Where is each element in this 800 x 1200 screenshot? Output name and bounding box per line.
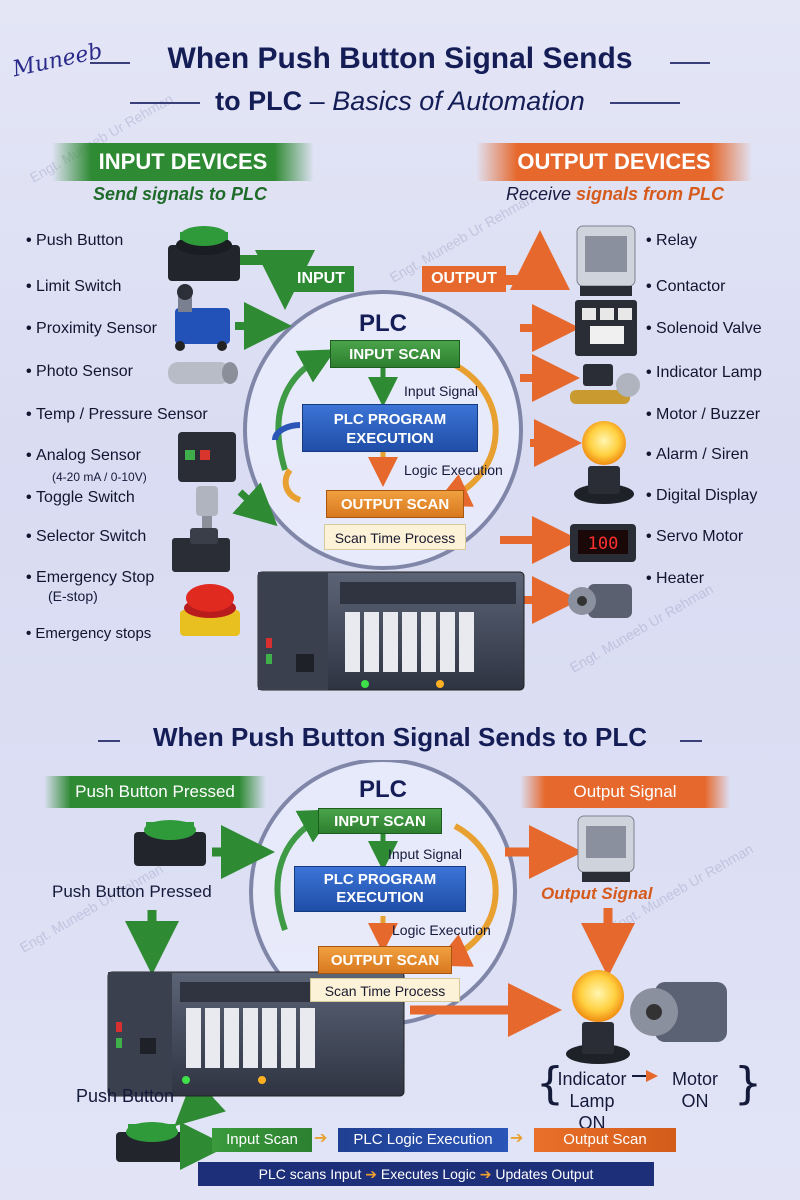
output-item-servo-motor: Servo Motor <box>646 528 743 546</box>
input-arrow-toggle <box>232 482 278 527</box>
main-title: When Push Button Signal Sends <box>167 42 633 75</box>
plc-program-execution-box: PLC PROGRAM EXECUTION <box>302 404 478 452</box>
push-button-label: Push Button <box>76 1086 175 1106</box>
bottom-logic-execution-label: Logic Execution <box>392 922 491 938</box>
title-rule-right-2 <box>610 102 680 104</box>
push-button-device <box>168 226 240 281</box>
strip-arrow-icon: ➔ <box>365 1166 377 1182</box>
output-item-relay: Relay <box>646 232 697 250</box>
output-devices-banner: OUTPUT DEVICES <box>476 143 752 181</box>
main-subtitle: to PLC – Basics of Automation <box>215 86 585 116</box>
title-rule-left <box>90 62 130 64</box>
output-item-solenoid-valve: Solenoid Valve <box>646 320 762 338</box>
input-item-push-button: Push Button <box>26 232 123 250</box>
input-item-toggle-switch: Toggle Switch <box>26 489 135 507</box>
output-signal-banner: Output Signal <box>520 776 730 808</box>
plc-cycle-title: PLC <box>359 310 407 337</box>
input-item-photo-sensor: Photo Sensor <box>26 363 133 381</box>
loop-arrow-bottom <box>282 468 302 503</box>
bottom-plc-hardware-rack <box>107 971 405 1097</box>
input-item-emergency-stops: Emergency stops <box>26 625 151 642</box>
pressure-transmitter-device <box>196 486 218 528</box>
analog-sensor-device <box>178 432 236 482</box>
bottom-push-button-device <box>134 820 206 866</box>
selector-switch-device <box>172 528 230 572</box>
digital-display-value: 100 <box>588 534 619 554</box>
bottom-relay-device <box>577 815 635 882</box>
flow-input-scan: Input Scan <box>212 1128 312 1152</box>
output-item-digital-display: Digital Display <box>646 487 757 505</box>
output-devices-subtitle: Receive signals from PLC <box>505 184 725 204</box>
flow-output-scan: Output Scan <box>534 1128 676 1152</box>
input-item-analog-sensor: Analog Sensor <box>26 447 141 465</box>
digital-display-device: 100 <box>570 524 636 562</box>
flow-arrow-icon: ➔ <box>510 1130 524 1147</box>
flow-arrow-icon: ➔ <box>314 1130 328 1147</box>
proximity-sensor-device <box>175 284 230 351</box>
flow-plc-logic-execution: PLC Logic Execution <box>338 1128 508 1152</box>
emergency-stop-device <box>180 584 240 636</box>
input-item-temp-pressure-sensor: Temp / Pressure Sensor <box>26 406 208 424</box>
output-item-alarm-siren: Alarm / Siren <box>646 446 748 464</box>
loop-arrow-blue <box>272 422 301 441</box>
output-signal-label: Output Signal <box>541 884 653 903</box>
input-devices-banner: INPUT DEVICES <box>52 143 314 181</box>
bottom-output-scan-box: OUTPUT SCAN <box>318 946 452 974</box>
input-devices-subtitle: Send signals to PLC <box>92 184 268 204</box>
output-item-heater: Heater <box>646 570 704 588</box>
output-item-indicator-lamp: Indicator Lamp <box>646 364 762 382</box>
analog-sensor-range-note: (4-20 mA / 0-10V) <box>52 470 147 484</box>
motor-on-label: Motor ON <box>671 1069 718 1111</box>
output-item-contactor: Contactor <box>646 278 725 296</box>
bottom-plc-program-execution-box: PLC PROGRAM EXECUTION <box>294 866 466 912</box>
bottom-scan-time-process-box: Scan Time Process <box>310 978 460 1002</box>
input-arrow-top <box>240 250 315 310</box>
contactor-device <box>575 300 637 356</box>
servo-motor-device <box>568 584 632 618</box>
output-arrow-label: OUTPUT <box>422 266 506 292</box>
input-signal-label: Input Signal <box>404 383 478 399</box>
bottom-title-rule-left <box>98 740 120 742</box>
push-button-pressed-label: Push Button Pressed <box>52 882 212 901</box>
bottom-input-signal-label: Input Signal <box>388 846 462 862</box>
scan-summary-strip: PLC scans Input ➔ Executes Logic ➔ Updat… <box>198 1162 654 1186</box>
indicator-lamp-on-label: Indicator Lamp ON <box>557 1069 627 1133</box>
plc-hardware-rack <box>257 571 525 691</box>
output-item-motor-buzzer: Motor / Buzzer <box>646 406 760 424</box>
photo-sensor-device <box>168 362 238 384</box>
input-item-proximity-sensor: Proximity Sensor <box>26 320 157 338</box>
input-item-emergency-stop: Emergency Stop <box>26 569 154 587</box>
title-rule-right <box>670 62 710 64</box>
bottom-input-scan-box: INPUT SCAN <box>318 808 442 834</box>
bottom-title: When Push Button Signal Sends to PLC <box>153 722 647 752</box>
input-item-limit-switch: Limit Switch <box>26 278 121 296</box>
bottom-indicator-lamp-device <box>566 970 630 1064</box>
input-arrow-label: INPUT <box>288 266 354 292</box>
title-rule-left-2 <box>130 102 200 104</box>
estop-note: (E-stop) <box>48 588 98 604</box>
loop-arrow-left <box>275 349 336 471</box>
input-item-selector-switch: Selector Switch <box>26 528 146 546</box>
indicator-lamp-device <box>574 421 634 504</box>
input-scan-box: INPUT SCAN <box>330 340 460 368</box>
output-scan-box: OUTPUT SCAN <box>326 490 464 518</box>
relay-device <box>576 225 636 296</box>
output-arrow-top <box>490 230 570 290</box>
svg-text:{: { <box>536 1058 564 1109</box>
svg-text:}: } <box>734 1058 762 1109</box>
loop-arrow-right <box>433 362 499 507</box>
scan-time-process-box: Scan Time Process <box>324 524 466 550</box>
bottom-motor-device <box>630 982 727 1042</box>
logic-execution-label: Logic Execution <box>404 462 503 478</box>
bottom-plc-title: PLC <box>359 776 407 803</box>
bottom-small-push-button-device <box>116 1122 188 1162</box>
solenoid-valve-device <box>570 364 640 404</box>
bottom-title-rule-right <box>680 740 702 742</box>
push-button-pressed-banner: Push Button Pressed <box>44 776 266 808</box>
strip-arrow-icon: ➔ <box>479 1166 492 1182</box>
